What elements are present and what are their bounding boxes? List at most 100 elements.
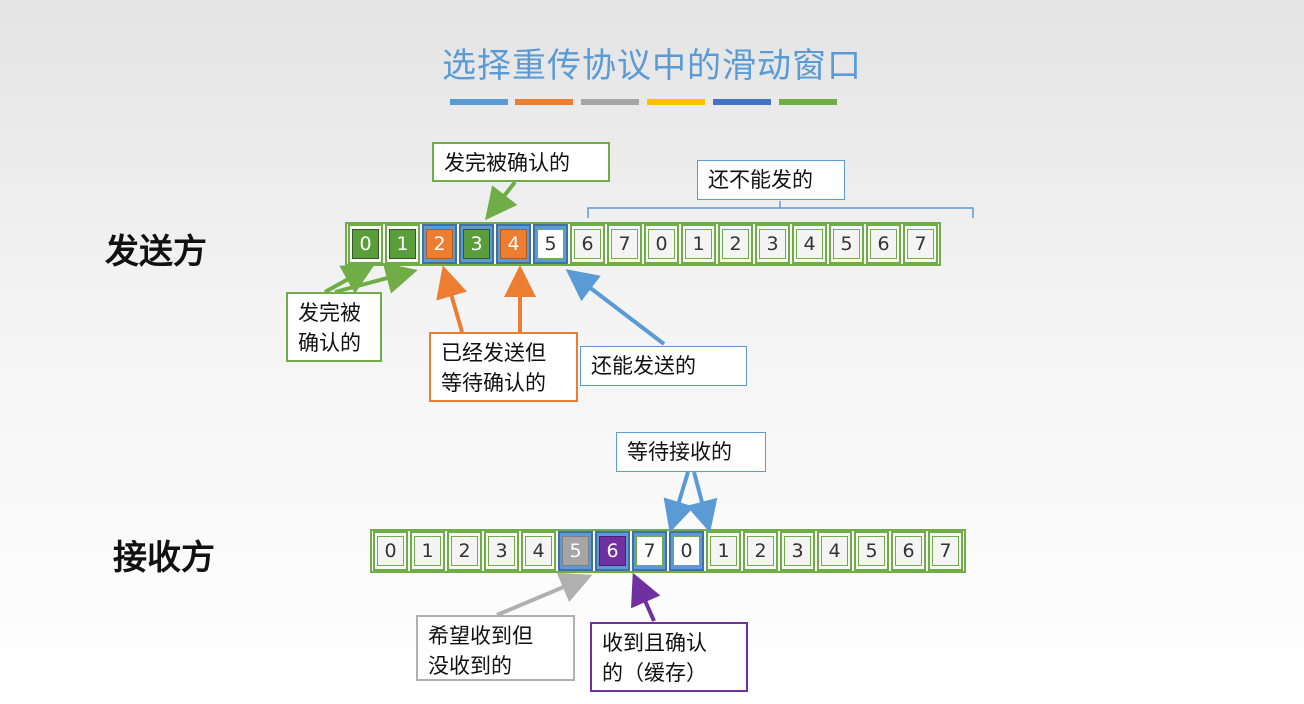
receiver-cell-10: 2: [747, 536, 774, 566]
waiting-callout: 等待接收的: [616, 432, 766, 472]
receiver-cell-4: 4: [525, 536, 552, 566]
sent-waiting-line-2: 等待确认的: [441, 371, 546, 395]
sender-cell-13: 5: [833, 229, 860, 259]
acked-top-arrow: [485, 180, 518, 221]
sender-slot-7: 7: [607, 224, 642, 264]
receiver-cell-14: 6: [895, 536, 922, 566]
sender-slot-1: 1: [385, 224, 420, 264]
sender-cell-7: 7: [611, 229, 638, 259]
sender-slot-5: 5: [533, 224, 568, 264]
acked-left-arrow-1: [334, 262, 418, 294]
receiver-slot-7: 7: [632, 531, 667, 571]
color-strip-1: [450, 99, 508, 105]
sender-cell-0: 0: [352, 229, 379, 259]
cannot-send-brace: [587, 207, 974, 218]
acked-left-arrow-0: [324, 264, 375, 294]
sender-slot-8: 0: [644, 224, 679, 264]
sender-slot-0: 0: [348, 224, 383, 264]
expected-arrow: [496, 572, 593, 617]
receiver-cell-12: 4: [821, 536, 848, 566]
expected-line-2: 没收到的: [428, 654, 512, 678]
acked-left-callout: 发完被 确认的: [286, 292, 382, 362]
color-strip-2: [515, 99, 573, 105]
sender-cell-11: 3: [759, 229, 786, 259]
receiver-cell-2: 2: [451, 536, 478, 566]
receiver-slot-10: 2: [743, 531, 778, 571]
receiver-slot-14: 6: [891, 531, 926, 571]
sender-cell-9: 1: [685, 229, 712, 259]
buffered-line-2: 的（缓存）: [602, 661, 707, 685]
sender-slot-2: 2: [422, 224, 457, 264]
receiver-cell-8: 0: [673, 536, 700, 566]
receiver-cell-15: 7: [932, 536, 959, 566]
receiver-slot-8: 0: [669, 531, 704, 571]
receiver-cell-1: 1: [414, 536, 441, 566]
cannot-send-callout: 还不能发的: [697, 160, 845, 200]
sender-slot-3: 3: [459, 224, 494, 264]
receiver-label: 接收方: [113, 538, 215, 578]
buffered-arrow: [630, 572, 661, 622]
receiver-slot-11: 3: [780, 531, 815, 571]
sender-cell-14: 6: [870, 229, 897, 259]
color-strip-4: [647, 99, 705, 105]
color-strip-3: [581, 99, 639, 105]
sender-slot-6: 6: [570, 224, 605, 264]
sender-slot-13: 5: [829, 224, 864, 264]
receiver-slot-13: 5: [854, 531, 889, 571]
expected-line-1: 希望收到但: [428, 624, 533, 648]
receiver-cell-6: 6: [599, 536, 626, 566]
receiver-slot-15: 7: [928, 531, 963, 571]
sender-cell-4: 4: [500, 229, 527, 259]
sent-waiting-arrow-2: [436, 265, 468, 333]
receiver-slot-4: 4: [521, 531, 556, 571]
sender-cell-2: 2: [426, 229, 453, 259]
buffered-line-1: 收到且确认: [602, 631, 707, 655]
receiver-slot-6: 6: [595, 531, 630, 571]
sender-cell-3: 3: [463, 229, 490, 259]
sender-cell-10: 2: [722, 229, 749, 259]
receiver-slot-3: 3: [484, 531, 519, 571]
receiver-cell-13: 5: [858, 536, 885, 566]
receiver-slot-12: 4: [817, 531, 852, 571]
receiver-cell-7: 7: [636, 536, 663, 566]
sent-waiting-callout: 已经发送但 等待确认的: [429, 332, 578, 402]
receiver-slot-5: 5: [558, 531, 593, 571]
acked-top-callout: 发完被确认的: [432, 142, 610, 182]
sender-cell-1: 1: [389, 229, 416, 259]
receiver-cell-5: 5: [562, 536, 589, 566]
waiting-arrow-0: [686, 471, 718, 533]
sender-cell-12: 4: [796, 229, 823, 259]
cannot-send-text: 还不能发的: [708, 168, 813, 192]
receiver-slot-9: 1: [706, 531, 741, 571]
acked-left-line-1: 发完被: [298, 301, 361, 325]
sender-slot-9: 1: [681, 224, 716, 264]
receiver-slot-0: 0: [373, 531, 408, 571]
acked-left-line-2: 确认的: [298, 331, 361, 355]
page-title: 选择重传协议中的滑动窗口: [442, 46, 862, 86]
sender-slot-12: 4: [792, 224, 827, 264]
can-send-arrow: [565, 269, 666, 346]
sender-cell-6: 6: [574, 229, 601, 259]
receiver-slot-1: 1: [410, 531, 445, 571]
receiver-cell-0: 0: [377, 536, 404, 566]
receiver-slot-2: 2: [447, 531, 482, 571]
can-send-text: 还能发送的: [591, 354, 696, 378]
waiting-arrow-7: [663, 471, 695, 533]
acked-top-text: 发完被确认的: [444, 151, 570, 175]
sender-cell-8: 0: [648, 229, 675, 259]
sent-waiting-line-1: 已经发送但: [441, 341, 546, 365]
sender-cell-15: 7: [907, 229, 934, 259]
receiver-cell-11: 3: [784, 536, 811, 566]
color-strip-6: [779, 99, 837, 105]
can-send-callout: 还能发送的: [580, 346, 747, 386]
sender-cell-5: 5: [537, 229, 564, 259]
waiting-text: 等待接收的: [627, 440, 732, 464]
sender-slot-10: 2: [718, 224, 753, 264]
sender-label: 发送方: [105, 232, 207, 272]
receiver-cell-9: 1: [710, 536, 737, 566]
expected-callout: 希望收到但 没收到的: [416, 615, 575, 681]
color-strip-5: [713, 99, 771, 105]
buffered-callout: 收到且确认 的（缓存）: [590, 622, 748, 692]
